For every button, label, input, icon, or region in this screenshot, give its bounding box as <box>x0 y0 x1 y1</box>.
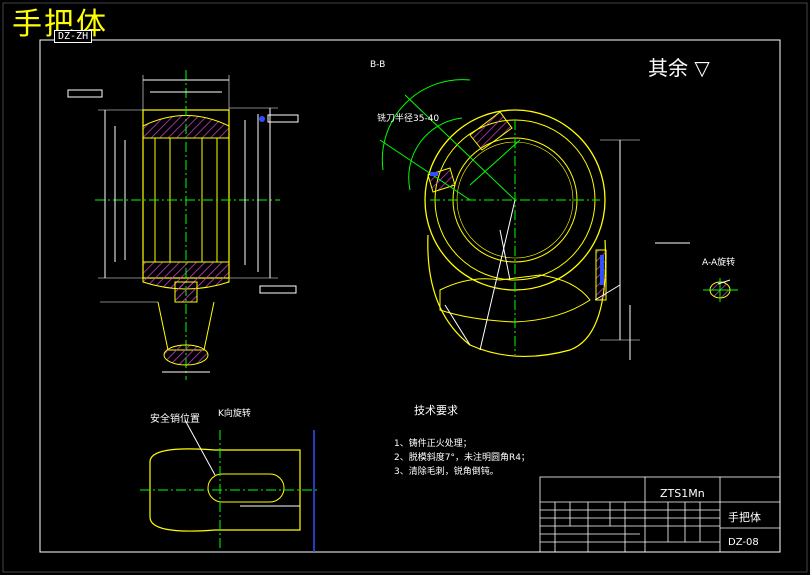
tech-requirement-item: 3、清除毛刺，锐角倒钝。 <box>394 467 499 477</box>
sheet-border <box>39 39 781 553</box>
tech-requirement-item: 1、铸件正火处理； <box>394 439 472 449</box>
front-view <box>67 70 299 380</box>
title-block-drawing-code: DZ-08 <box>728 537 759 548</box>
safety-pin-label: 安全销位置 <box>150 414 200 425</box>
cutter-radius-note: 铣刀半径35-40 <box>377 114 440 124</box>
title-block <box>539 476 781 553</box>
drawing-code-tag: DZ-ZH <box>54 30 93 43</box>
title-block-material: ZTS1Mn <box>660 487 705 500</box>
title-block-part-name: 手把体 <box>728 511 761 524</box>
k-view <box>140 419 320 552</box>
section-bb-view <box>379 79 690 360</box>
tech-requirements-title: 技术要求 <box>414 404 458 417</box>
section-aa-label: A-A旋转 <box>702 258 736 268</box>
tech-requirement-item: 2、脱模斜度7°，未注明圆角R4； <box>394 453 530 463</box>
surface-finish-note: 其余 ▽ <box>648 56 710 80</box>
section-aa-view <box>703 278 738 302</box>
section-bb-label: B-B <box>370 60 386 70</box>
k-view-label: K向旋转 <box>218 409 251 419</box>
